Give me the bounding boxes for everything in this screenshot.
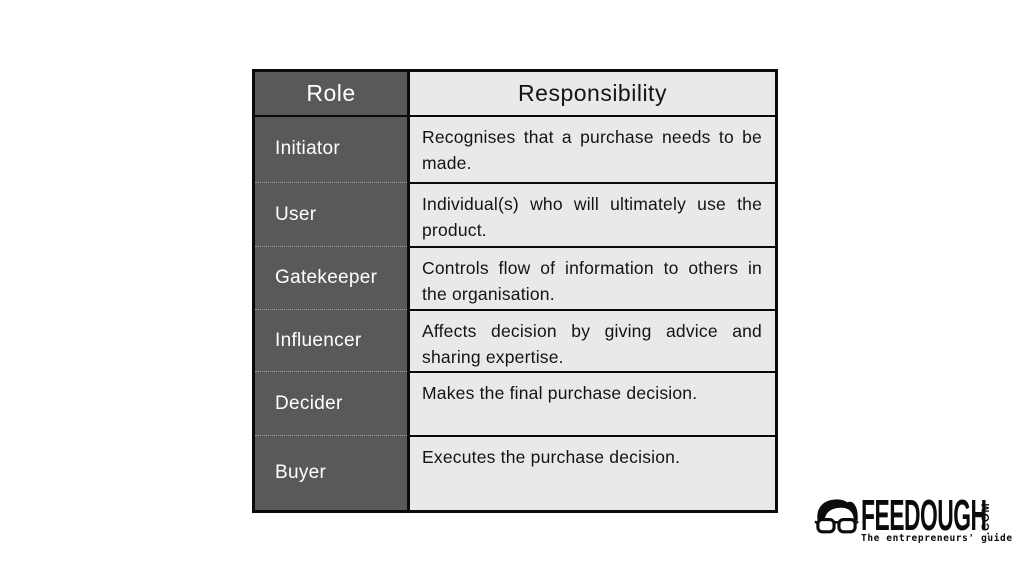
column-header-role: Role: [253, 70, 410, 117]
role-cell: Influencer: [253, 309, 410, 372]
feedough-logo: FEEDOUGH .COM The entrepreneurs' guide: [813, 491, 1013, 545]
logo-brand-row: FEEDOUGH .COM: [861, 491, 1013, 540]
responsibility-cell: Affects decision by giving advice and sh…: [408, 308, 777, 372]
role-cell: Initiator: [253, 115, 410, 183]
responsibility-cell: Recognises that a purchase needs to be m…: [408, 114, 777, 183]
table-row-influencer: Influencer Affects decision by giving ad…: [253, 308, 777, 372]
role-cell: Decider: [253, 371, 410, 436]
role-cell: Gatekeeper: [253, 246, 410, 310]
role-cell: User: [253, 182, 410, 247]
logo-tld: .COM: [980, 502, 992, 535]
nerd-face-icon: [814, 499, 859, 534]
table-row-buyer: Buyer Executes the purchase decision.: [253, 434, 777, 512]
column-header-responsibility: Responsibility: [408, 70, 777, 117]
responsibility-cell: Executes the purchase decision.: [408, 434, 777, 512]
table-row-gatekeeper: Gatekeeper Controls flow of information …: [253, 245, 777, 310]
table-row-user: User Individual(s) who will ultimately u…: [253, 181, 777, 247]
role-responsibility-table: Role Responsibility Initiator Recognises…: [252, 69, 778, 513]
table-row-decider: Decider Makes the final purchase decisio…: [253, 370, 777, 436]
responsibility-cell: Individual(s) who will ultimately use th…: [408, 181, 777, 247]
table-header-row: Role Responsibility: [253, 70, 777, 117]
logo-text: FEEDOUGH .COM The entrepreneurs' guide: [861, 491, 1013, 545]
logo-wordmark: FEEDOUGH: [861, 491, 987, 540]
responsibility-cell: Makes the final purchase decision.: [408, 370, 777, 436]
logo-tagline: The entrepreneurs' guide: [861, 533, 1013, 544]
responsibility-cell: Controls flow of information to others i…: [408, 245, 777, 310]
table-row-initiator: Initiator Recognises that a purchase nee…: [253, 114, 777, 183]
role-cell: Buyer: [253, 435, 410, 512]
